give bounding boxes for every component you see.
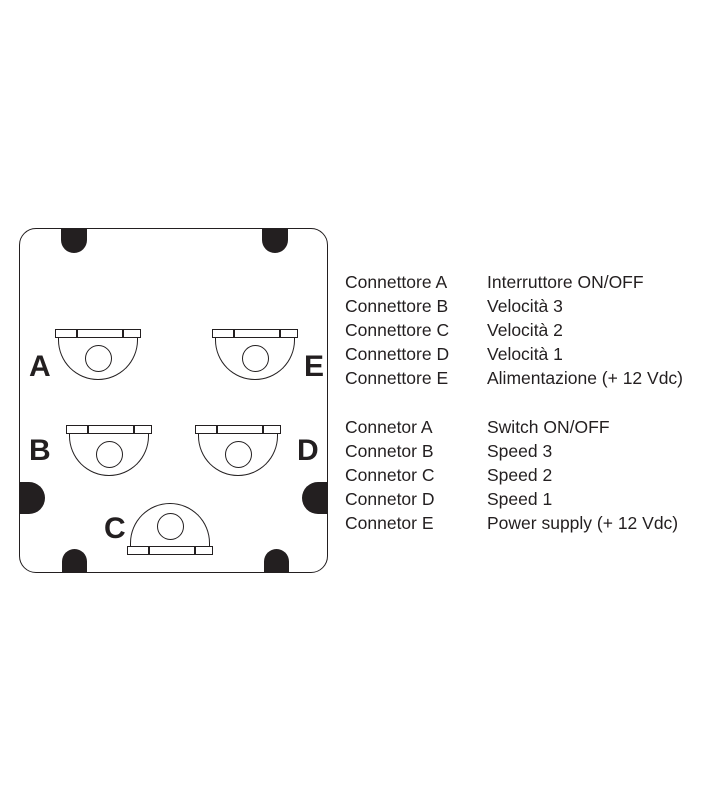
connector-socket-b bbox=[66, 425, 152, 476]
flange-tick bbox=[76, 330, 78, 337]
connector-function: Speed 3 bbox=[487, 441, 553, 461]
legend-row: Connettore B Velocità 3 bbox=[345, 294, 683, 318]
connector-a-pin-hole bbox=[84, 345, 112, 372]
mounting-tab-right bbox=[302, 482, 328, 514]
mounting-tab-bottom-left bbox=[62, 549, 87, 573]
connector-ref: Connetor A bbox=[345, 417, 433, 437]
mounting-tab-top-left bbox=[61, 228, 87, 253]
connector-c-label: C bbox=[104, 512, 126, 545]
flange-tick bbox=[122, 330, 124, 337]
legend-english: Connetor A Switch ON/OFF Connetor B Spee… bbox=[345, 415, 678, 535]
connector-ref: Connetor D bbox=[345, 489, 435, 509]
connector-socket-e bbox=[212, 329, 298, 380]
legend-row: Connetor D Speed 1 bbox=[345, 487, 678, 511]
connector-function: Speed 1 bbox=[487, 489, 553, 509]
connector-ref: Connetor C bbox=[345, 465, 435, 485]
connector-a-label: A bbox=[29, 350, 51, 383]
legend-row: Connettore E Alimentazione (+ 12 Vdc) bbox=[345, 366, 683, 390]
legend-row: Connetor A Switch ON/OFF bbox=[345, 415, 678, 439]
mounting-tab-top-right bbox=[262, 228, 288, 253]
flange-tick bbox=[87, 426, 89, 433]
legend-row: Connettore A Interruttore ON/OFF bbox=[345, 270, 683, 294]
flange-tick bbox=[279, 330, 281, 337]
mounting-tab-left bbox=[19, 482, 45, 514]
legend-italian: Connettore A Interruttore ON/OFF Connett… bbox=[345, 270, 683, 390]
connector-function: Interruttore ON/OFF bbox=[487, 272, 644, 292]
connector-function: Alimentazione (+ 12 Vdc) bbox=[487, 368, 684, 388]
connector-function: Velocità 2 bbox=[487, 320, 563, 340]
flange-tick bbox=[194, 547, 196, 554]
connector-function: Velocità 3 bbox=[487, 296, 563, 316]
flange-tick bbox=[216, 426, 218, 433]
connector-ref: Connetor E bbox=[345, 513, 434, 533]
connector-function: Speed 2 bbox=[487, 465, 553, 485]
connector-ref: Connettore B bbox=[345, 296, 449, 316]
flange-tick bbox=[133, 426, 135, 433]
connector-b-flange bbox=[66, 425, 152, 434]
connector-b-label: B bbox=[29, 434, 51, 467]
connector-ref: Connettore A bbox=[345, 272, 448, 292]
legend-row: Connetor E Power supply (+ 12 Vdc) bbox=[345, 511, 678, 535]
connector-b-pin-hole bbox=[95, 441, 123, 468]
connector-b-body bbox=[69, 433, 149, 476]
connector-e-body bbox=[215, 337, 295, 380]
connector-function: Switch ON/OFF bbox=[487, 417, 610, 437]
connector-function: Velocità 1 bbox=[487, 344, 563, 364]
connector-function: Power supply (+ 12 Vdc) bbox=[487, 513, 679, 533]
flange-tick bbox=[262, 426, 264, 433]
flange-tick bbox=[233, 330, 235, 337]
connector-c-body bbox=[130, 503, 210, 547]
connector-d-flange bbox=[195, 425, 281, 434]
connector-e-flange bbox=[212, 329, 298, 338]
connector-d-label: D bbox=[297, 434, 319, 467]
connector-ref: Connetor B bbox=[345, 441, 434, 461]
connector-socket-d bbox=[195, 425, 281, 476]
connector-panel-drawing: A B C D E bbox=[19, 228, 328, 573]
legend-row: Connettore D Velocità 1 bbox=[345, 342, 683, 366]
connector-d-pin-hole bbox=[224, 441, 252, 468]
legend-row: Connetor C Speed 2 bbox=[345, 463, 678, 487]
connector-socket-a bbox=[55, 329, 141, 380]
connector-e-pin-hole bbox=[241, 345, 269, 372]
legend-row: Connetor B Speed 3 bbox=[345, 439, 678, 463]
connector-a-body bbox=[58, 337, 138, 380]
connector-socket-c bbox=[127, 503, 213, 555]
mounting-tab-bottom-right bbox=[264, 549, 289, 573]
connector-a-flange bbox=[55, 329, 141, 338]
connector-ref: Connettore C bbox=[345, 320, 450, 340]
legend-row: Connettore C Velocità 2 bbox=[345, 318, 683, 342]
connector-ref: Connettore D bbox=[345, 344, 450, 364]
connector-e-label: E bbox=[304, 350, 325, 383]
connector-c-pin-hole bbox=[156, 513, 184, 540]
connector-c-flange bbox=[127, 546, 213, 555]
flange-tick bbox=[148, 547, 150, 554]
connector-ref: Connettore E bbox=[345, 368, 449, 388]
connector-d-body bbox=[198, 433, 278, 476]
